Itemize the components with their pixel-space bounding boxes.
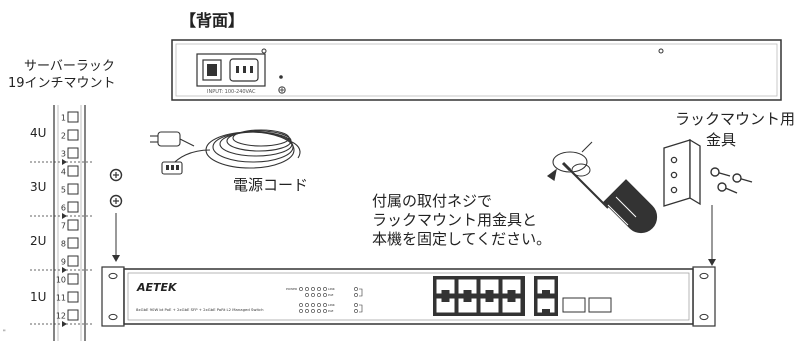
power-cord-icon [150,129,301,175]
rj45-port-block [433,276,525,316]
rack-slot-number: 6 [61,204,66,213]
sfp-port [588,297,612,313]
led-label-link-2: LINK [328,303,336,307]
brand-logo: AETEK [136,281,178,294]
arrow-down-icon [112,213,120,262]
rack-title-line-2: 19インチマウント [8,76,116,91]
instruction-line-1: 付属の取付ネジで [372,192,492,210]
rj45-latch [507,298,516,302]
screw-icon [710,167,731,177]
led-label-link: LINK [328,287,336,291]
rack-unit-label: 4U [30,126,47,140]
led-label-poe: PoE [328,293,334,297]
rack-mount-hole [67,201,79,213]
rack-slot-number: 10 [56,276,66,285]
rack-title-line-1: サーバーラック [24,59,115,74]
back-panel: 【背面】 INPUT: 100-240VAC [171,11,782,101]
bracket-label-line-1: ラックマウント用 [675,110,795,128]
back-panel-screw-left [261,48,267,54]
rack-mount-hole [67,255,79,267]
rack-slot-number: 3 [61,150,66,159]
switch-model-text: 8xGbE 90W bt PoE + 2xGbE SFP + 2xGbE PoR… [136,307,264,312]
screw-icon [109,194,123,208]
back-panel-dot [279,75,283,79]
ground-icon [278,86,286,94]
rack-mount-hole [67,273,79,285]
rj45-latch [441,298,450,302]
bracket-label-line-2: 金具 [706,131,736,149]
power-cord-label: 電源コード [233,176,308,194]
sfp-port [562,297,586,313]
instruction-line-2: ラックマウント用金具と [372,211,537,229]
rack-slot-number: 5 [61,186,66,195]
led-label-power: POWER [286,287,297,291]
rj45-latch [485,298,494,302]
rj45-latch [463,290,472,294]
rack-slot-number: 12 [56,312,66,321]
arrow-down-icon [708,205,716,266]
rack-slot-number: 11 [56,294,66,303]
rack-mount-hole [67,309,79,321]
rack-mount-hole [67,129,79,141]
switch-front-panel: AETEK 8xGbE 90W bt PoE + 2xGbE SFP + 2xG… [101,266,716,327]
power-inlet-module [196,53,266,87]
screw-icon [717,182,738,194]
rack-slot-number: 8 [61,240,66,249]
screw-icon [109,168,123,182]
back-panel-inner-edge [175,43,778,97]
rj45-latch [507,290,516,294]
corner-mark: " [3,329,6,336]
rack-slot-number: 7 [61,222,66,231]
rack-slot-number: 9 [61,258,66,267]
combo-port-block [534,276,558,316]
rack-bracket-icon [663,138,701,207]
rack-slot-number: 1 [61,114,66,123]
rack-mount-hole [67,219,79,231]
rack-unit-label: 1U [30,290,47,304]
rj45-latch [463,298,472,302]
back-panel-title: 【背面】 [180,11,244,30]
arrow-right-icon [62,321,67,327]
led-label-poe-2: PoE [328,309,334,313]
switch-chassis [123,268,694,325]
rj45-latch [441,290,450,294]
rack-mount-hole [67,165,79,177]
back-panel-chassis [171,39,782,101]
back-panel-screw-right [658,48,664,54]
rack-mount-hole [67,291,79,303]
status-led-panel: POWER LINK PoE LINK PoE [286,287,363,313]
rack-slot-number: 4 [61,168,66,177]
screw-icon [732,173,753,183]
input-voltage-label: INPUT: 100-240VAC [207,89,256,95]
rack-mount-hole [67,147,79,159]
rack-slot-number: 2 [61,132,66,141]
arrow-right-icon [62,159,67,165]
rack-unit-label: 2U [30,234,47,248]
rack-mount-hole [67,183,79,195]
rj45-latch [485,290,494,294]
arrow-right-icon [62,213,67,219]
rack-unit-label: 3U [30,180,47,194]
rack-mount-hole [67,237,79,249]
rack-mount-hole [67,111,79,123]
instruction-line-3: 本機を固定してください。 [372,230,551,248]
screwdriver-icon [546,141,658,234]
arrow-right-icon [62,267,67,273]
